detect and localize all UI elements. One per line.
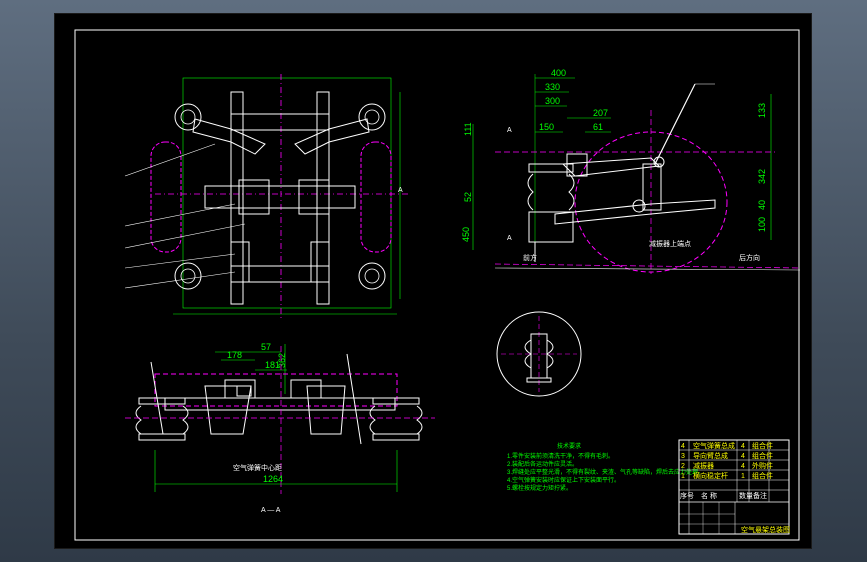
tb-header-name: 名 称	[701, 491, 717, 500]
side-dim-61: 61	[593, 122, 603, 132]
tb-row1-qty: 4	[741, 443, 745, 450]
tb-row3-qty: 4	[741, 463, 745, 470]
tb-header-no: 序号	[680, 491, 694, 500]
side-dim-133: 133	[757, 103, 767, 118]
notes-line-3: 3.焊缝处应平整光滑，不得有裂纹、夹渣、气孔等缺陷，焊后去应力处理。	[507, 468, 704, 476]
front-caption: 空气弹簧中心距	[233, 463, 282, 472]
side-section-marker-upper: A	[507, 127, 512, 134]
side-dim-100: 100	[757, 217, 767, 232]
side-dim-207: 207	[593, 108, 608, 118]
tb-row1-note: 组合件	[752, 441, 773, 450]
tb-row4-name: 横向稳定杆	[693, 471, 728, 480]
side-section-marker-lower: A	[507, 235, 512, 242]
front-width-dim: 1264	[263, 474, 283, 484]
tb-drawing-name: 空气悬架总装图	[741, 525, 790, 534]
side-dim-342: 342	[757, 169, 767, 184]
drawing-border	[74, 29, 800, 541]
detail-view	[496, 311, 582, 397]
side-dim-40: 40	[757, 200, 767, 210]
tb-row3-name: 减振器	[693, 461, 714, 470]
front-dim-181: 181	[265, 360, 280, 370]
tb-row1-no: 4	[681, 443, 685, 450]
front-section-label: A — A	[261, 507, 281, 514]
tb-header-note: 备注	[753, 491, 767, 500]
tb-row4-qty: 1	[741, 473, 745, 480]
tb-row2-qty: 4	[741, 453, 745, 460]
side-dim-330: 330	[545, 82, 560, 92]
tb-row2-no: 3	[681, 453, 685, 460]
notes-line-4: 4.空气弹簧安装时应保证上下安装面平行。	[507, 476, 620, 484]
side-dim-300: 300	[545, 96, 560, 106]
tb-header-qty: 数量	[739, 491, 753, 500]
notes-line-5: 5.螺栓按规定力矩拧紧。	[507, 484, 572, 492]
side-dim-52: 52	[463, 192, 473, 202]
notes-title: 技术要求	[557, 442, 581, 450]
technical-notes: 技术要求 1.零件安装前须清洗干净，不得有毛刺。 2.装配后各运动件应灵活。 3…	[507, 442, 704, 492]
side-dim-400: 400	[551, 68, 566, 78]
top-view: A	[124, 74, 410, 318]
front-dim-178: 178	[227, 350, 242, 360]
side-dim-150: 150	[539, 122, 554, 132]
notes-line-2: 2.装配后各运动件应灵活。	[507, 460, 578, 468]
side-dim-111: 111	[463, 122, 473, 136]
tb-row2-name: 导向臂总成	[693, 451, 728, 460]
tb-row4-no: 1	[681, 473, 685, 480]
cad-drawing-viewport[interactable]: A 400 330 300 207 150 61 111 52 450 A A …	[54, 13, 812, 549]
side-label-mid: 减振器上端点	[649, 239, 691, 248]
top-view-section-marker: A	[398, 187, 403, 194]
side-label-front: 前方	[523, 253, 537, 262]
tb-row3-no: 2	[681, 463, 685, 470]
title-block: 4 空气弹簧总成 4 组合件 3 导向臂总成 4 组合件 2 减振器 4 外购件…	[678, 439, 790, 535]
cad-drawing-canvas[interactable]: A 400 330 300 207 150 61 111 52 450 A A …	[55, 14, 811, 548]
side-label-rear: 后方向	[739, 253, 760, 262]
notes-line-1: 1.零件安装前须清洗干净，不得有毛刺。	[507, 452, 614, 460]
front-dim-57: 57	[261, 342, 271, 352]
tb-row3-note: 外购件	[752, 461, 773, 470]
tb-row2-note: 组合件	[752, 451, 773, 460]
front-view: 57 178 181 362 空气弹簧中心距 1264 A — A	[125, 342, 435, 514]
front-dim-362: 362	[277, 353, 287, 368]
tb-row1-name: 空气弹簧总成	[693, 441, 735, 450]
side-dim-450: 450	[461, 227, 471, 242]
tb-row4-note: 组合件	[752, 471, 773, 480]
side-view: 400 330 300 207 150 61 111 52 450 A A 13…	[461, 68, 801, 274]
